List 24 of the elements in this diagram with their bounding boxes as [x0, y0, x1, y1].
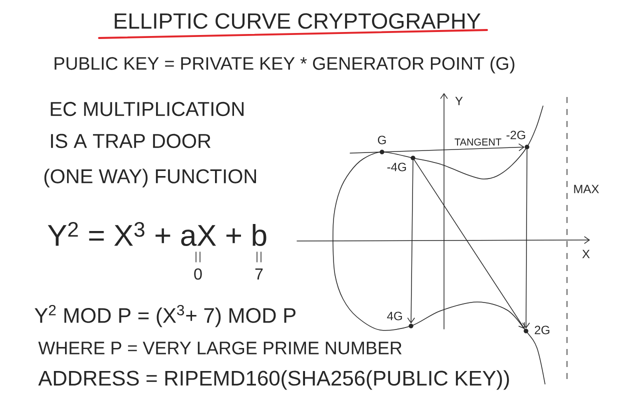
formula-text: ADDRESS = RIPEMD160(SHA256(PUBLIC KEY)) — [38, 370, 509, 390]
equation: Y$^{2}$ = X$^{3}$ + aX + b — [48, 222, 266, 246]
note-text: WHERE P = VERY LARGE PRIME NUMBER — [38, 342, 402, 354]
note-text: (ONE WAY) FUNCTION — [44, 168, 256, 188]
point-label: 4G — [387, 312, 402, 320]
point-label: 2G — [534, 326, 550, 334]
title: ELLIPTIC CURVE CRYPTOGRAPHY — [114, 13, 481, 29]
value-label: 7 — [255, 268, 263, 280]
arrow — [414, 160, 525, 329]
point-label: -4G — [387, 162, 406, 172]
equation: Y$^{2}$ MOD P = (X$^{3}$+ 7) MOD P — [34, 304, 296, 328]
point-label: -2G — [506, 130, 526, 140]
axis-label: X — [582, 250, 590, 258]
arrow — [350, 143, 524, 154]
edge-label: TANGENT — [453, 137, 503, 147]
arrow — [522, 149, 530, 328]
limit-label: MAX — [574, 184, 599, 194]
axis-label: Y — [455, 96, 463, 106]
point-label: G — [378, 136, 386, 144]
note-text: EC MULTIPLICATION — [50, 102, 244, 116]
note-text: IS A TRAP DOOR — [51, 134, 211, 148]
formula-text: PUBLIC KEY = PRIVATE KEY * GENERATOR POINT (G) — [54, 56, 514, 74]
arrow — [407, 160, 415, 324]
value-label: 0 — [194, 268, 202, 280]
